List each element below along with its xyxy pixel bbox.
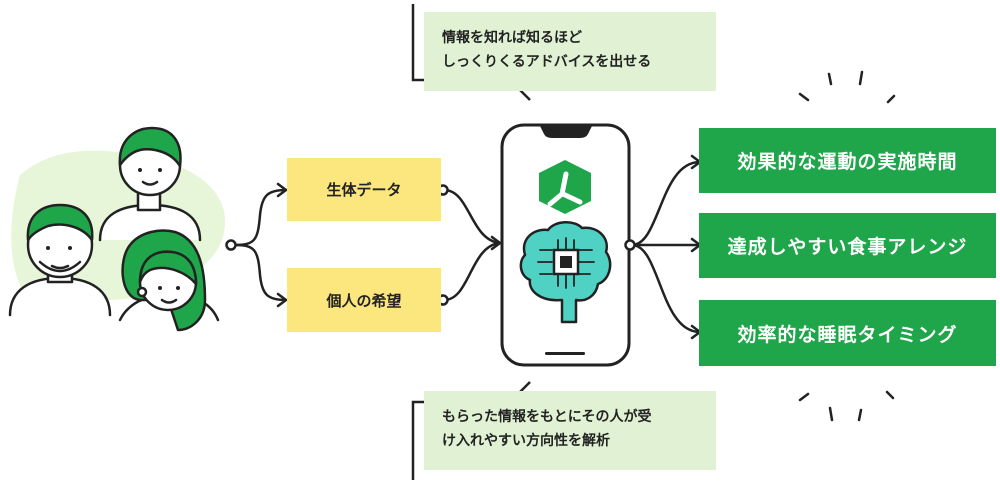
callout-bottom-line1: もらった情報をもとにその人が受 — [442, 409, 652, 425]
input-split-node — [225, 239, 237, 251]
input-wishes-box: 個人の希望 — [287, 268, 441, 332]
callout-bottom: もらった情報をもとにその人が受 け入れやすい方向性を解析 — [424, 391, 716, 470]
input-connectors — [233, 182, 502, 308]
output-sleep-box: 効率的な睡眠タイミング — [699, 300, 996, 366]
smartphone-icon — [500, 123, 631, 367]
output-exercise-box: 効果的な運動の実施時間 — [699, 128, 996, 193]
output-diet-box: 達成しやすい食事アレンジ — [699, 213, 996, 278]
person-left-icon — [8, 203, 112, 317]
person-woman-icon — [118, 229, 220, 332]
output-connectors — [630, 154, 702, 340]
brain-chip-icon — [519, 221, 612, 324]
input-biometric-label: 生体データ — [326, 181, 402, 199]
output-exercise-label: 効果的な運動の実施時間 — [737, 151, 958, 173]
callout-top-line1: 情報を知れば知るほど — [442, 30, 582, 46]
input-biometric-box: 生体データ — [287, 158, 441, 221]
output-diet-label: 達成しやすい食事アレンジ — [727, 236, 968, 258]
callout-top: 情報を知れば知るほど しっくりくるアドバイスを出せる — [424, 12, 716, 91]
three-people-icon — [8, 126, 220, 332]
sparkle-lines-icon — [798, 70, 896, 422]
callout-top-line2: しっくりくるアドバイスを出せる — [442, 54, 652, 70]
callout-bottom-line2: け入れやすい方向性を解析 — [442, 433, 610, 449]
green-hexagon-logo-icon — [539, 160, 591, 214]
input-wishes-label: 個人の希望 — [326, 291, 402, 310]
output-sleep-label: 効率的な睡眠タイミング — [737, 323, 958, 346]
output-split-node — [624, 239, 636, 251]
